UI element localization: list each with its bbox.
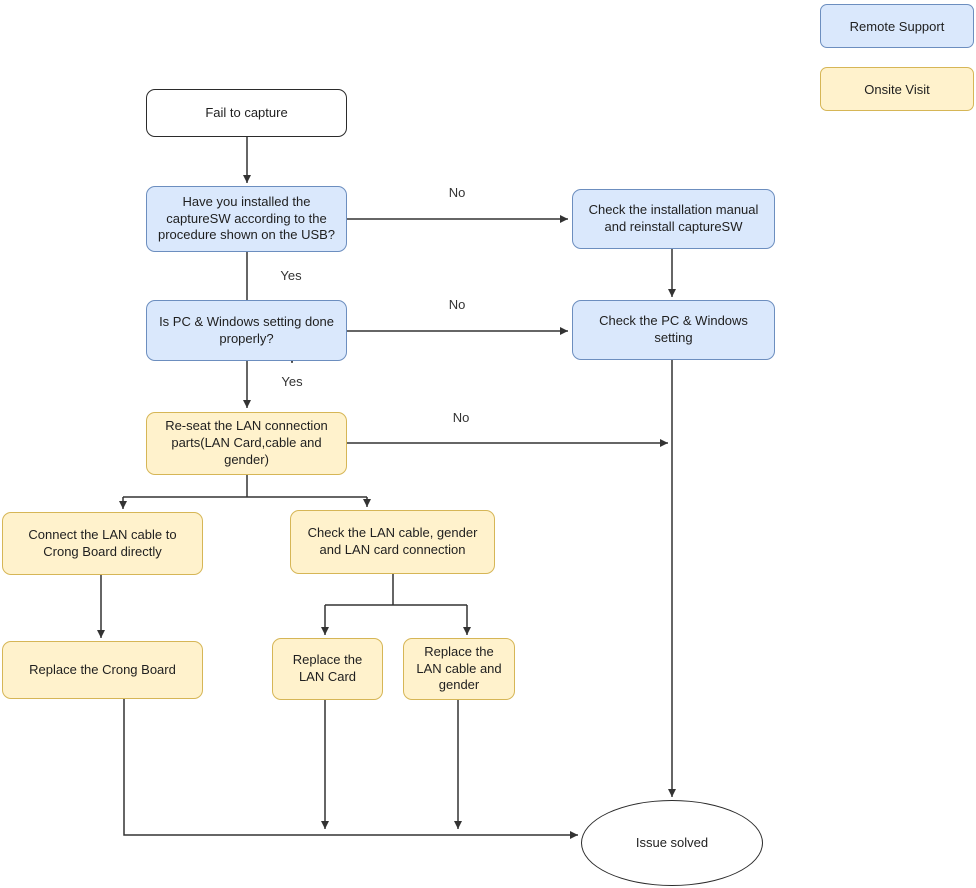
node-reseat-lan-parts: Re-seat the LAN connection parts(LAN Car… (146, 412, 347, 475)
edge-label-reseat-no: No (452, 410, 470, 425)
node-issue-solved: Issue solved (581, 800, 763, 886)
node-fail-to-capture-label: Fail to capture (205, 104, 288, 120)
node-pc-windows-question-label: Is PC & Windows setting done properly? (159, 313, 334, 346)
node-fail-to-capture: Fail to capture (146, 89, 347, 137)
node-check-pc-windows-setting-label: Check the PC & Windows setting (599, 313, 748, 345)
node-reseat-lan-parts-label: Re-seat the LAN connection parts(LAN Car… (165, 418, 328, 467)
node-check-pc-windows-setting: Check the PC & Windows setting (572, 300, 775, 360)
node-installed-capturesw-question-label: Have you installed the captureSW accordi… (157, 193, 336, 243)
edge-label-installed-no: No (448, 185, 466, 200)
node-replace-lan-card-label: Replace the LAN Card (292, 652, 363, 684)
node-replace-crong-board: Replace the Crong Board (2, 641, 203, 699)
edge-label-pc-yes: Yes (281, 374, 303, 389)
edge-label-installed-yes: Yes (280, 268, 302, 283)
edge-label-pc-no: No (448, 297, 466, 312)
node-check-lan-cable-gender-card-label: Check the LAN cable, gender and LAN card… (307, 525, 478, 557)
legend-onsite-visit-label: Onsite Visit (864, 81, 930, 97)
node-installed-capturesw-question: Have you installed the captureSW accordi… (146, 186, 347, 252)
legend-onsite-visit: Onsite Visit (820, 67, 974, 111)
edge-replace-crong-to-issue-solved (123, 699, 578, 839)
node-pc-windows-question: Is PC & Windows setting done properly? (146, 300, 347, 361)
node-issue-solved-label: Issue solved (635, 834, 709, 850)
node-check-lan-cable-gender-card: Check the LAN cable, gender and LAN card… (290, 510, 495, 574)
node-check-installation-manual-label: Check the installation manual and reinst… (588, 202, 759, 234)
node-replace-lan-cable-gender-label: Replace the LAN cable and gender (416, 643, 502, 693)
node-replace-crong-board-label: Replace the Crong Board (29, 661, 176, 677)
node-replace-lan-cable-gender: Replace the LAN cable and gender (403, 638, 515, 700)
node-connect-lan-to-crong-label: Connect the LAN cable to Crong Board dir… (28, 526, 177, 559)
node-connect-lan-to-crong: Connect the LAN cable to Crong Board dir… (2, 512, 203, 575)
node-replace-lan-card: Replace the LAN Card (272, 638, 383, 700)
legend-remote-support-label: Remote Support (849, 18, 945, 34)
node-check-installation-manual: Check the installation manual and reinst… (572, 189, 775, 249)
legend-remote-support: Remote Support (820, 4, 974, 48)
